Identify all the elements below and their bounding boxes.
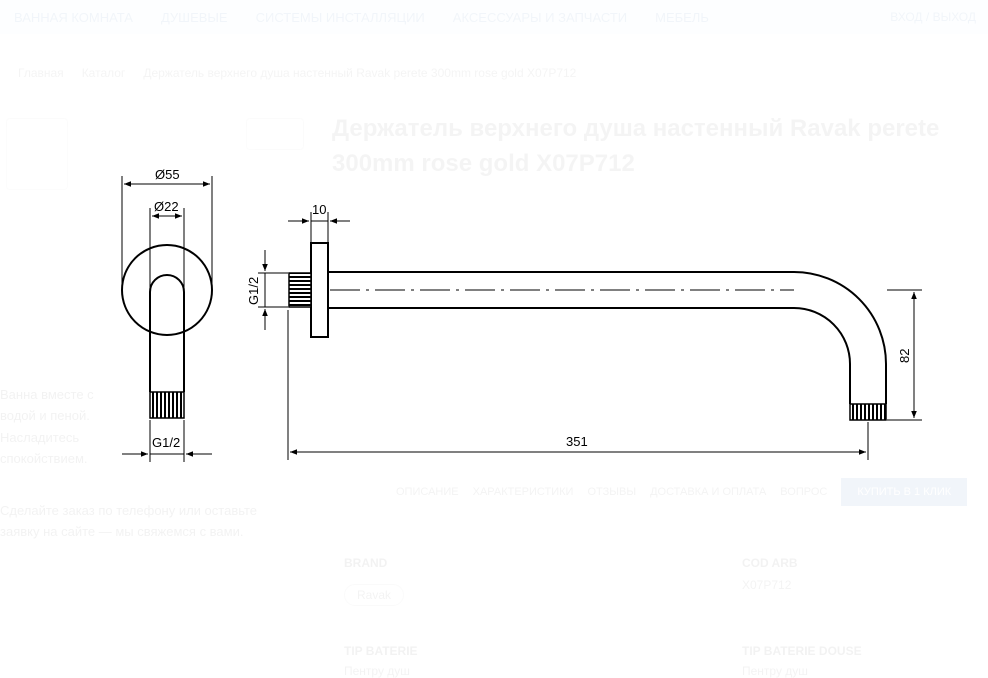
front-thread-label: G1/2 [152,435,180,450]
pipe-diameter-label: Ø22 [154,199,179,214]
drop-height-label: 82 [897,349,912,363]
side-view [288,242,887,421]
flange-thickness-label: 10 [312,202,326,217]
front-view-dimensions [121,176,213,462]
side-view-dimensions [258,212,922,460]
front-view [121,244,213,419]
length-label: 351 [566,434,588,449]
flange-diameter-label: Ø55 [155,167,180,182]
side-thread-label: G1/2 [246,277,261,305]
